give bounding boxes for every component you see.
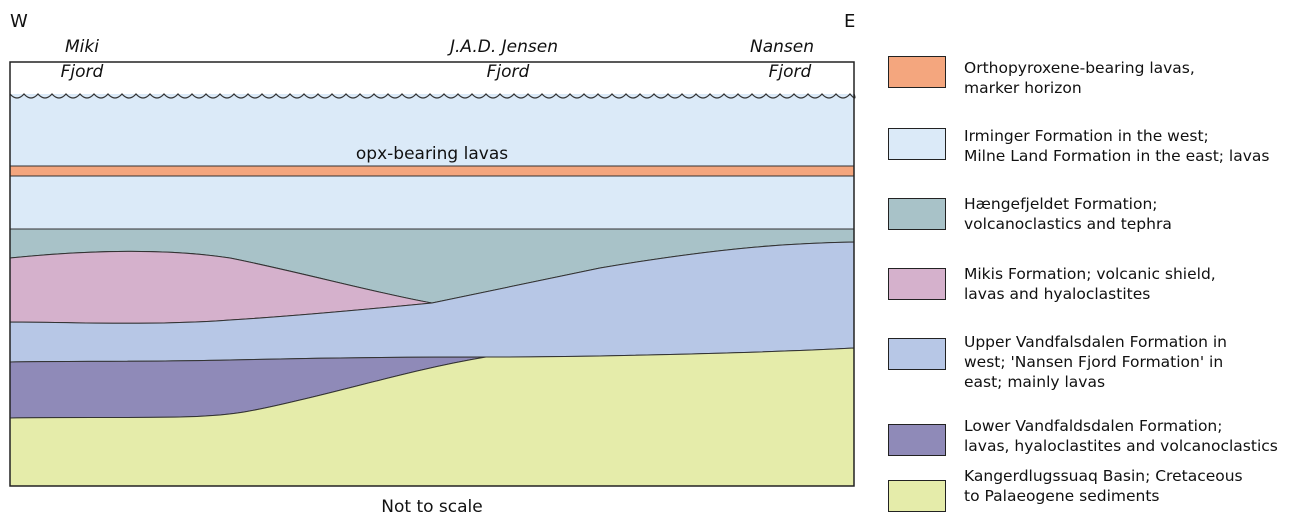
legend-label: Orthopyroxene-bearing lavas, marker hori… [964, 59, 1195, 97]
irminger-layer-lower [10, 176, 854, 229]
legend-swatch [888, 338, 946, 370]
legend-label: Hængefjeldet Formation; volcanoclastics … [964, 195, 1172, 233]
legend-label: Lower Vandfaldsdalen Formation; lavas, h… [964, 417, 1278, 455]
legend-label: Kangerdlugssuaq Basin; Cretaceous to Pal… [964, 467, 1243, 505]
scale-caption: Not to scale [381, 497, 482, 517]
legend-swatch [888, 268, 946, 300]
west-label: W [10, 11, 28, 32]
legend-swatch [888, 128, 946, 160]
location-label-miki: Miki [65, 37, 99, 57]
legend-swatch [888, 424, 946, 456]
location-label-jad-jensen: J.A.D. Jensen [447, 37, 558, 57]
cross-section-diagram: W E Miki Fjord J.A.D. Jensen Fjord Nanse… [9, 11, 856, 517]
legend-swatch [888, 56, 946, 88]
legend-swatch [888, 198, 946, 230]
section-frame [9, 61, 855, 487]
opx-marker-label: opx-bearing lavas [356, 144, 508, 164]
legend-label: Mikis Formation; volcanic shield, lavas … [964, 265, 1216, 303]
kangerdlugssuaq-basin-layer [9, 347, 855, 487]
legend-label: Upper Vandfalsdalen Formation in west; '… [964, 333, 1227, 391]
location-label-nansen: Nansen [750, 37, 814, 57]
sea-surface-line [9, 93, 856, 99]
irminger-layer-upper [10, 94, 854, 166]
east-label: E [844, 11, 855, 32]
legend-label: Irminger Formation in the west; Milne La… [964, 127, 1270, 165]
legend-swatch [888, 480, 946, 512]
location-label-miki-2: Fjord [61, 62, 104, 82]
opx-marker-horizon [9, 165, 855, 177]
location-label-nansen-2: Fjord [769, 62, 812, 82]
location-label-jad-jensen-2: Fjord [487, 62, 530, 82]
